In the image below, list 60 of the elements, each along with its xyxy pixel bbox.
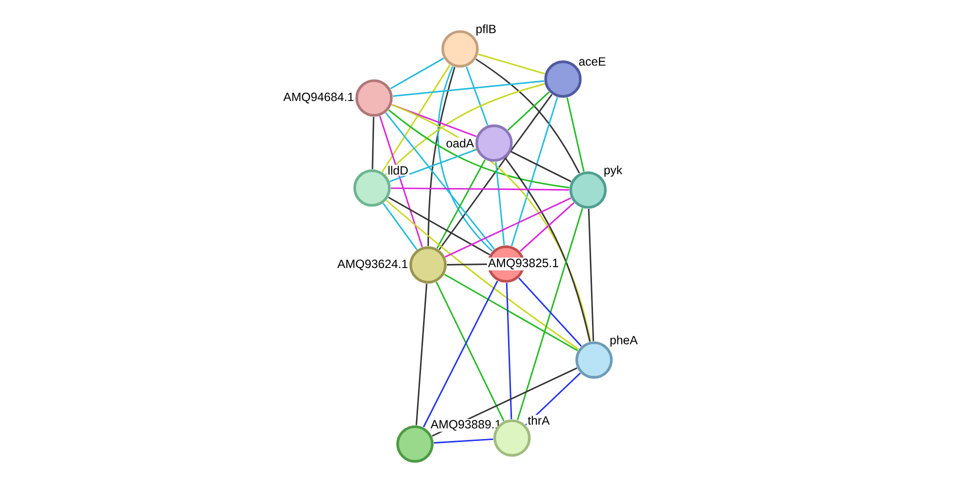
interaction-line — [372, 116, 374, 170]
interaction-line — [506, 282, 512, 420]
interaction-line — [510, 150, 572, 182]
node-label: pyk — [604, 165, 622, 177]
node-label: AMQ93624.1 — [337, 260, 408, 270]
interaction-line — [438, 94, 552, 250]
node-label: AMQ93889.1 — [430, 420, 501, 431]
interaction-line — [507, 91, 550, 131]
node-label: AMQ94684.1 — [283, 92, 354, 104]
interaction-line — [436, 282, 504, 422]
interaction-line — [437, 66, 493, 252]
node-label: pheA — [610, 335, 638, 347]
interaction-line — [379, 116, 423, 248]
protein-node: pflB — [441, 23, 498, 68]
interaction-line — [510, 96, 558, 246]
interaction-line — [444, 274, 578, 352]
node-label: oadA — [446, 138, 474, 148]
protein-node: pyk — [569, 164, 624, 209]
node-label: thrA — [528, 416, 550, 425]
interaction-line — [478, 54, 546, 74]
node-label: lldD — [388, 166, 408, 175]
interaction-line — [466, 66, 488, 126]
protein-node: AMQ94684.1 — [282, 79, 393, 117]
interaction-line — [391, 104, 592, 342]
node-label: pflB — [476, 24, 496, 36]
protein-node: AMQ93624.1 — [336, 246, 447, 284]
interaction-line — [518, 277, 582, 347]
protein-node: pheA — [575, 334, 639, 379]
interaction-line — [390, 58, 444, 90]
protein-node: lldD — [353, 164, 410, 207]
interaction-line — [384, 83, 545, 176]
interaction-line — [446, 264, 488, 266]
node-label: aceE — [579, 57, 606, 66]
interaction-line — [392, 104, 477, 138]
interaction-line — [520, 202, 574, 252]
interaction-line — [588, 208, 594, 342]
interaction-line — [427, 66, 456, 246]
interaction-line — [382, 202, 418, 250]
protein-node: aceE — [544, 56, 608, 98]
interaction-line — [434, 438, 494, 444]
interaction-line — [386, 200, 579, 350]
protein-node: AMQ93889.1 — [396, 418, 502, 463]
interaction-line — [422, 280, 498, 428]
interaction-line — [390, 187, 570, 191]
interaction-line — [416, 284, 428, 426]
interaction-line — [495, 162, 505, 246]
interaction-line — [385, 112, 495, 250]
protein-node: oadA — [444, 124, 513, 162]
interaction-line — [516, 208, 584, 420]
interaction-line — [436, 159, 486, 249]
interaction-line — [444, 197, 572, 258]
interaction-line — [476, 58, 580, 174]
interaction-line — [388, 196, 490, 256]
interaction-line — [388, 109, 570, 188]
interaction-line — [390, 148, 477, 182]
protein-node: AMQ93825.1 — [486, 245, 560, 283]
interaction-line — [382, 64, 451, 172]
interaction-line — [392, 80, 544, 97]
interaction-line — [504, 158, 591, 342]
interaction-line — [566, 97, 585, 172]
